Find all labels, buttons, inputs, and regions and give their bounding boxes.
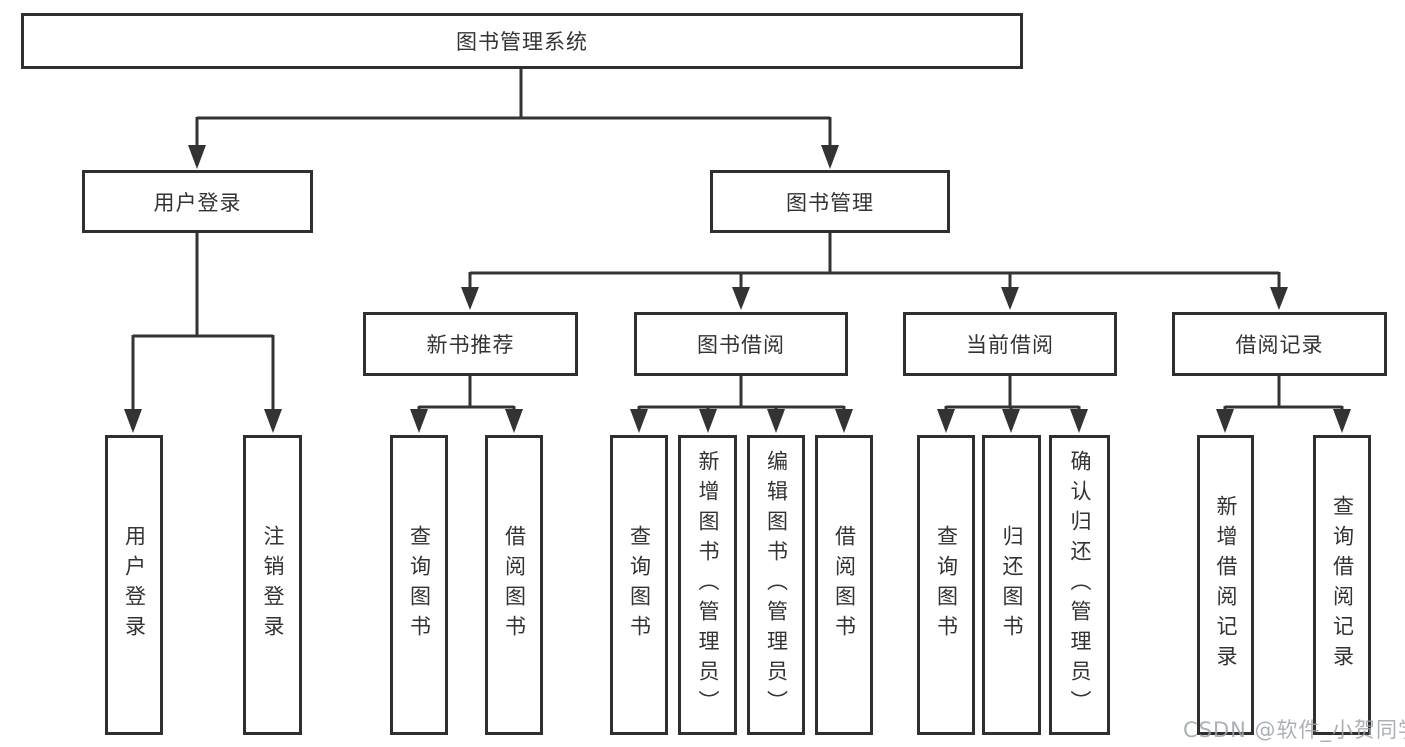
leaf-label: 查询图书: [407, 525, 432, 645]
node-book-borrowing-label: 图书借阅: [697, 333, 785, 357]
leaf-edit-book-admin: 编辑图书（管理员）: [747, 435, 805, 735]
leaf-borrow-books-2: 借阅图书: [815, 435, 873, 735]
leaf-label: 查询图书: [627, 525, 652, 645]
node-user-login: 用户登录: [82, 170, 313, 233]
node-new-book-recommend: 新书推荐: [363, 312, 578, 376]
arrowhead-icons: [124, 145, 1351, 433]
csdn-watermark: CSDN @软件_小贺同学: [1183, 718, 1405, 742]
node-book-management: 图书管理: [710, 170, 950, 233]
leaf-add-borrow-record: 新增借阅记录: [1197, 435, 1254, 735]
leaf-query-books-2: 查询图书: [610, 435, 668, 735]
node-current-borrowing: 当前借阅: [903, 312, 1117, 376]
node-root: 图书管理系统: [21, 13, 1023, 69]
leaf-label: 确认归还（管理员）: [1068, 450, 1092, 720]
leaf-label: 查询借阅记录: [1330, 495, 1355, 675]
leaf-label: 编辑图书（管理员）: [764, 450, 789, 720]
leaf-user-login: 用户登录: [105, 435, 163, 735]
node-new-book-recommend-label: 新书推荐: [426, 333, 515, 357]
leaf-query-books-1: 查询图书: [390, 435, 448, 735]
node-root-label: 图书管理系统: [456, 30, 588, 54]
leaf-query-borrow-record: 查询借阅记录: [1313, 435, 1371, 735]
leaf-label: 新增图书（管理员）: [696, 450, 720, 720]
leaf-confirm-return-admin: 确认归还（管理员）: [1049, 435, 1110, 735]
leaf-label: 注销登录: [261, 525, 285, 645]
node-borrowing-records: 借阅记录: [1172, 312, 1387, 376]
leaf-borrow-books-1: 借阅图书: [485, 435, 543, 735]
node-user-login-label: 用户登录: [153, 190, 242, 215]
leaf-label: 借阅图书: [832, 525, 857, 645]
node-book-management-label: 图书管理: [786, 190, 874, 215]
leaf-query-books-3: 查询图书: [917, 435, 975, 735]
leaf-label: 归还图书: [1000, 525, 1024, 645]
leaf-logout: 注销登录: [243, 435, 302, 735]
node-borrowing-records-label: 借阅记录: [1235, 333, 1324, 357]
leaf-label: 用户登录: [122, 525, 147, 645]
leaf-label: 借阅图书: [502, 525, 527, 645]
leaf-return-book: 归还图书: [982, 435, 1041, 735]
node-book-borrowing: 图书借阅: [634, 312, 848, 376]
leaf-add-book-admin: 新增图书（管理员）: [678, 435, 737, 735]
leaf-label: 新增借阅记录: [1214, 495, 1238, 675]
node-current-borrowing-label: 当前借阅: [966, 333, 1054, 357]
leaf-label: 查询图书: [934, 525, 959, 645]
